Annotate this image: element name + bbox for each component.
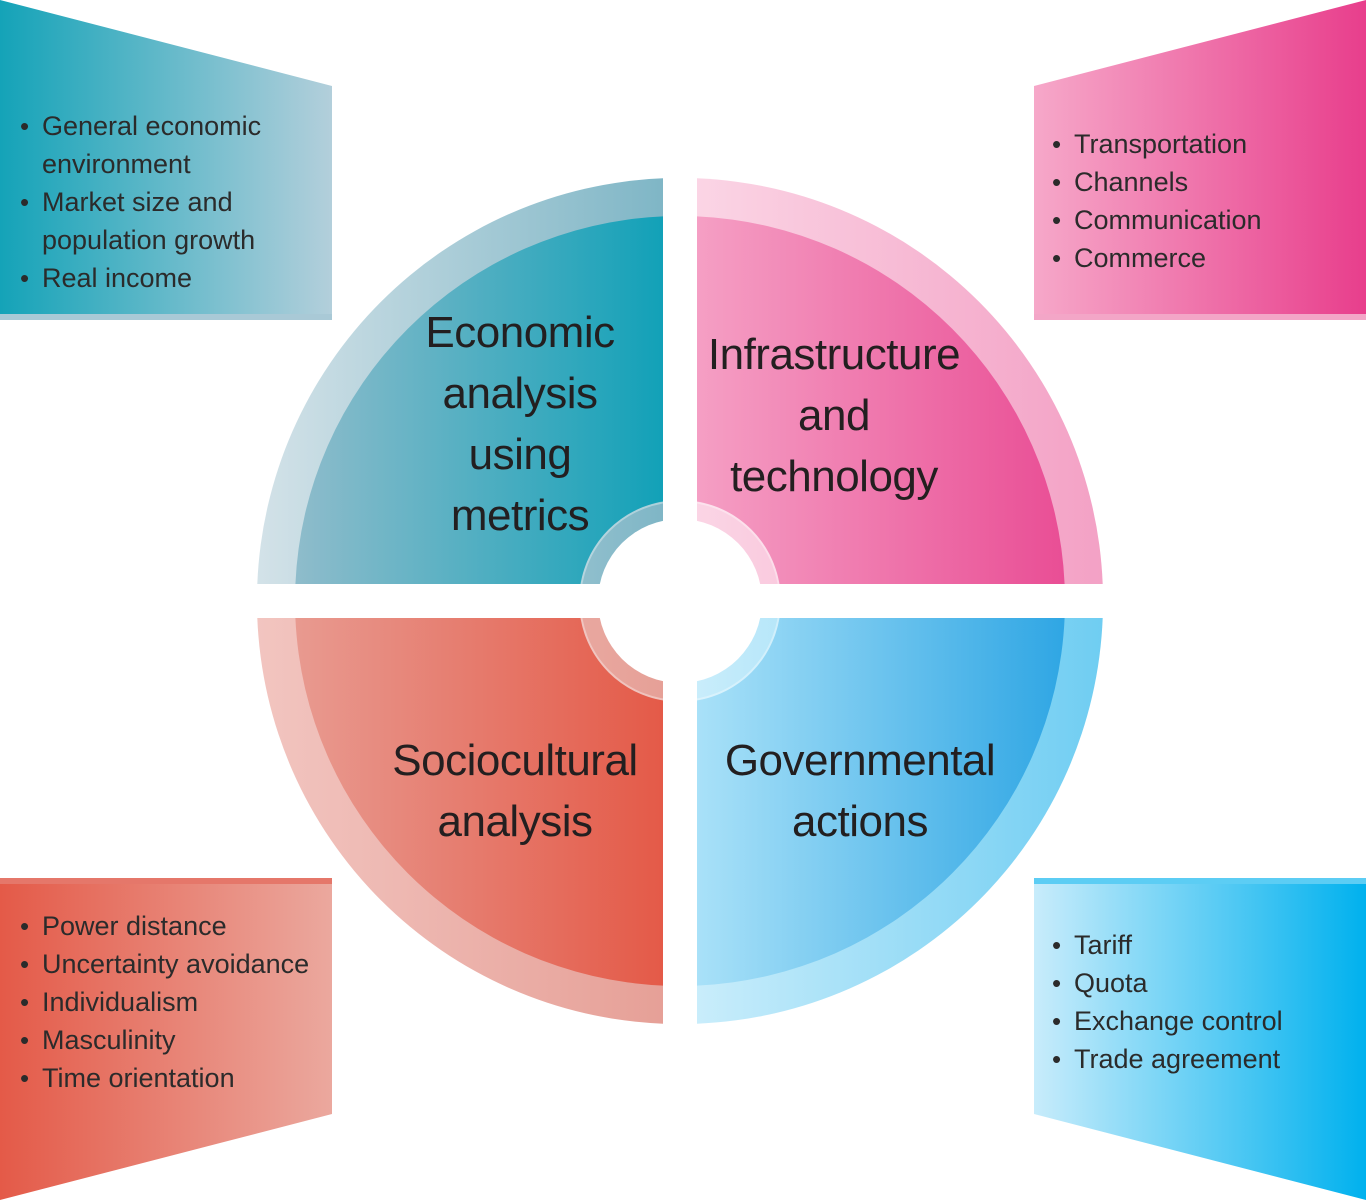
infrastructure-box-rule [1034,314,1366,320]
list-item: Transportation [1052,125,1352,163]
governmental-title-line: Governmental [724,736,996,785]
sociocultural-quadrant [295,618,663,986]
center-hole [598,519,762,683]
infrastructure-title-line: technology [730,452,938,501]
governmental-title: Governmental actions [715,730,1005,852]
list-item: Time orientation [20,1059,330,1097]
sociocultural-factors-list: Power distance Uncertainty avoidance Ind… [20,907,330,1097]
list-item: Market size and population growth [20,183,310,259]
economic-title-line: using [468,430,572,479]
economic-title-line: Economic [425,308,615,357]
governmental-quadrant [697,618,1065,986]
infrastructure-quadrant [697,216,1065,584]
sociocultural-title-line: Sociocultural [392,736,638,785]
infrastructure-title-line: Infrastructure [707,330,961,379]
infrastructure-factors-list: Transportation Channels Communication Co… [1052,125,1352,277]
list-item: Tariff [1052,926,1352,964]
sociocultural-title-line: analysis [437,797,593,846]
economic-factors-list: General economic environment Market size… [20,107,310,297]
economic-quadrant [295,216,663,584]
economic-box-rule [0,314,332,320]
sociocultural-box-rule [0,878,332,884]
list-item: Commerce [1052,239,1352,277]
economic-title-line: metrics [450,491,590,540]
list-item: Trade agreement [1052,1040,1352,1078]
economic-title-line: analysis [442,369,598,418]
list-item: Power distance [20,907,330,945]
governmental-box-rule [1034,878,1366,884]
list-item: Exchange control [1052,1002,1352,1040]
list-item: Channels [1052,163,1352,201]
governmental-factors-list: Tariff Quota Exchange control Trade agre… [1052,926,1352,1078]
list-item: Masculinity [20,1021,330,1059]
sociocultural-title: Sociocultural analysis [380,730,650,852]
list-item: Real income [20,259,310,297]
infrastructure-title: Infrastructure and technology [694,324,974,507]
governmental-title-line: actions [792,797,928,846]
list-item: Individualism [20,983,330,1021]
list-item: Uncertainty avoidance [20,945,330,983]
center-hole-ring [579,500,781,702]
list-item: Quota [1052,964,1352,1002]
list-item: General economic environment [20,107,310,183]
economic-title: Economic analysis using metrics [400,302,640,546]
infrastructure-title-line: and [798,391,870,440]
list-item: Communication [1052,201,1352,239]
